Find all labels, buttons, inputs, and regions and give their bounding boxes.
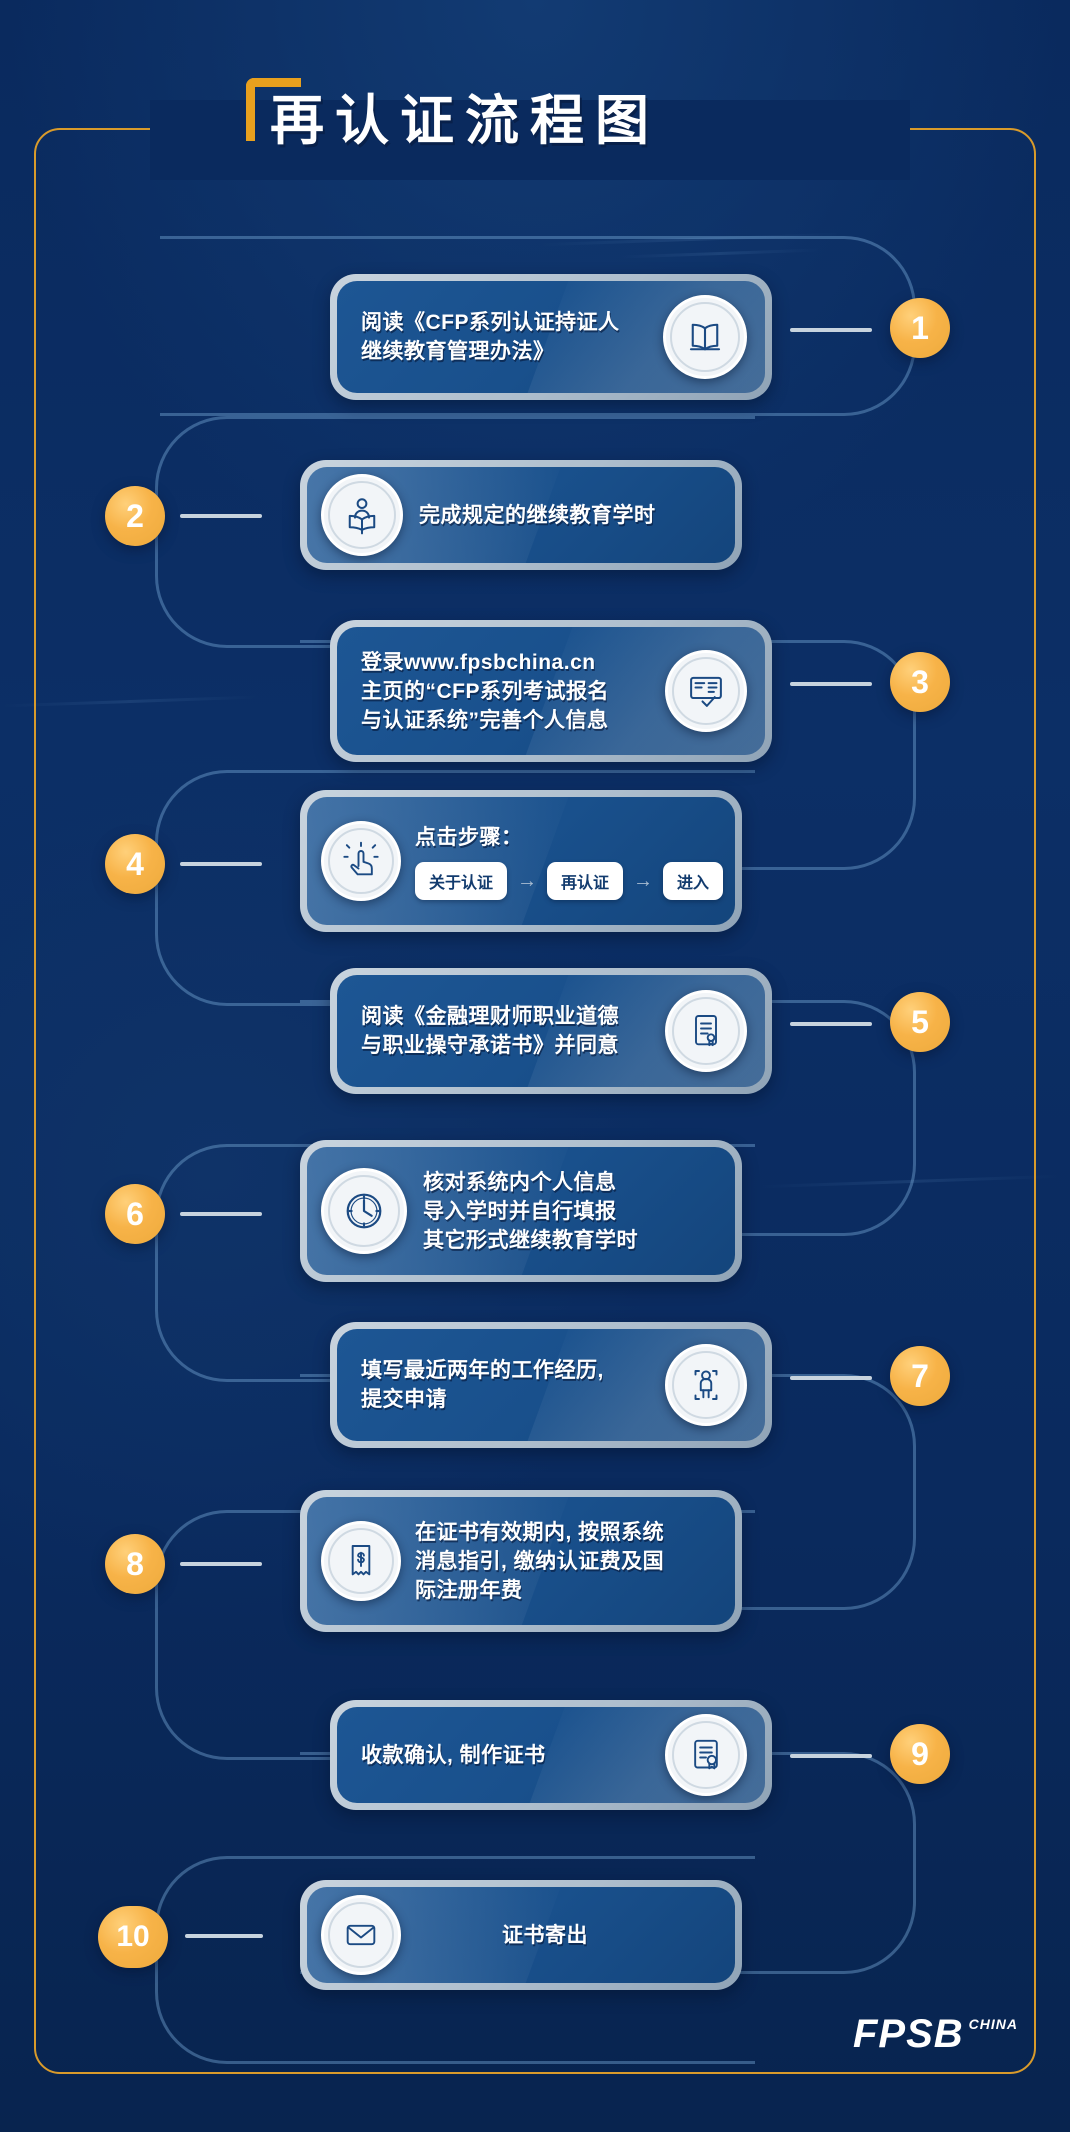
- step-line: 与职业操守承诺书》并同意: [361, 1034, 619, 1057]
- pill-enter[interactable]: 进入: [663, 861, 724, 900]
- step-card-6[interactable]: 核对系统内个人信息 导入学时并自行填报 其它形式继续教育学时: [300, 1140, 742, 1282]
- step4-pill-row: 关于认证 → 再认证 → 进入: [415, 861, 724, 900]
- step-line: 与认证系统”完善个人信息: [361, 708, 609, 732]
- open-book-icon: [663, 295, 747, 379]
- step-line: 提交申请: [361, 1388, 447, 1411]
- connector-line-8: [180, 1562, 262, 1566]
- step-line: 填写最近两年的工作经历,: [361, 1359, 604, 1382]
- step-badge-7: 7: [890, 1346, 950, 1406]
- step-line: 继续教育管理办法》: [361, 340, 555, 363]
- corner-bracket-icon: [246, 78, 301, 141]
- logo-main-text: FPSB: [852, 2012, 964, 2056]
- work-experience-icon: [665, 1344, 747, 1426]
- step-line: 完成规定的继续教育学时: [419, 503, 656, 527]
- click-hand-icon: [321, 821, 401, 901]
- payment-invoice-icon: [321, 1521, 401, 1601]
- step-card-1[interactable]: 阅读《CFP系列认证持证人 继续教育管理办法》: [330, 274, 772, 400]
- step-badge-9: 9: [890, 1724, 950, 1784]
- connector-line-1: [790, 328, 872, 332]
- step-line: 证书寄出: [502, 1923, 588, 1947]
- step-badge-2: 2: [105, 486, 165, 546]
- step-card-3[interactable]: 登录www.fpsbchina.cn 主页的“CFP系列考试报名 与认证系统”完…: [330, 620, 772, 762]
- clock-icon: [321, 1168, 407, 1254]
- step-card-4[interactable]: 点击步骤： 关于认证 → 再认证 → 进入: [300, 790, 742, 932]
- step-row-5: 阅读《金融理财师职业道德 与职业操守承诺书》并同意 5: [0, 968, 1070, 1108]
- step-row-3: 登录www.fpsbchina.cn 主页的“CFP系列考试报名 与认证系统”完…: [0, 620, 1070, 770]
- step-card-2[interactable]: 完成规定的继续教育学时: [300, 460, 742, 570]
- connector-line-9: [790, 1754, 872, 1758]
- step-card-5[interactable]: 阅读《金融理财师职业道德 与职业操守承诺书》并同意: [330, 968, 772, 1094]
- step-card-7[interactable]: 填写最近两年的工作经历, 提交申请: [330, 1322, 772, 1448]
- step-line: 导入学时并自行填报: [423, 1199, 617, 1223]
- connector-line-7: [790, 1376, 872, 1380]
- step-line: 点击步骤：: [415, 825, 523, 849]
- connector-line-10: [185, 1934, 263, 1938]
- step-card-10[interactable]: 证书寄出: [300, 1880, 742, 1990]
- pill-about-certification[interactable]: 关于认证: [415, 861, 508, 900]
- step-line: 主页的“CFP系列考试报名: [361, 679, 609, 703]
- connector-line-3: [790, 682, 872, 686]
- envelope-icon: [321, 1895, 401, 1975]
- certificate-document-icon: [665, 990, 747, 1072]
- connector-line-4: [180, 862, 262, 866]
- step-line: 际注册年费: [415, 1578, 523, 1602]
- step-line: 收款确认, 制作证书: [361, 1743, 546, 1767]
- step-line: 消息指引, 缴纳认证费及国: [415, 1549, 665, 1573]
- connector-line-6: [180, 1212, 262, 1216]
- step-row-1: 阅读《CFP系列认证持证人 继续教育管理办法》 1: [0, 274, 1070, 406]
- fpsb-china-logo: FPSB CHINA: [853, 2014, 1018, 2054]
- arrow-icon: →: [517, 869, 538, 892]
- step-line: 其它形式继续教育学时: [423, 1228, 638, 1252]
- step-badge-6: 6: [105, 1184, 165, 1244]
- step-row-10: 10 证书寄出: [0, 1880, 1070, 2010]
- step-line: 核对系统内个人信息: [423, 1170, 617, 1194]
- online-registration-icon: [665, 650, 747, 732]
- step-line: 阅读《金融理财师职业道德: [361, 1005, 619, 1028]
- step-row-2: 2 完成规定的继续教育学时: [0, 460, 1070, 580]
- connector-line-5: [790, 1022, 872, 1026]
- step-card-8[interactable]: 在证书有效期内, 按照系统 消息指引, 缴纳认证费及国 际注册年费: [300, 1490, 742, 1632]
- step-card-9[interactable]: 收款确认, 制作证书: [330, 1700, 772, 1810]
- frame-title-gap: [150, 100, 910, 180]
- step-row-6: 6 核对系统内个人信息 导入学时并自行填: [0, 1140, 1070, 1290]
- logo-sub-text: CHINA: [968, 2016, 1018, 2032]
- step-badge-8: 8: [105, 1534, 165, 1594]
- arrow-icon: →: [633, 869, 654, 892]
- step-badge-5: 5: [890, 992, 950, 1052]
- step-row-7: 填写最近两年的工作经历, 提交申请 7: [0, 1322, 1070, 1462]
- step-line: 登录www.fpsbchina.cn: [361, 650, 596, 674]
- step-row-9: 收款确认, 制作证书 9: [0, 1700, 1070, 1830]
- step-badge-10: 10: [98, 1906, 168, 1968]
- step-row-8: 8 在证书有效期内, 按照系统 消息指引, 缴纳认证费及国 际注册年费: [0, 1490, 1070, 1640]
- pill-recertification[interactable]: 再认证: [547, 861, 624, 900]
- step-line: 阅读《CFP系列认证持证人: [361, 311, 620, 334]
- step-badge-3: 3: [890, 652, 950, 712]
- step-row-4: 4 点击步骤： 关于认证 →: [0, 790, 1070, 940]
- connector-line-2: [180, 514, 262, 518]
- step-badge-4: 4: [105, 834, 165, 894]
- page-title: 再认证流程图: [270, 91, 660, 151]
- step-badge-1: 1: [890, 298, 950, 358]
- step-line: 在证书有效期内, 按照系统: [415, 1520, 665, 1544]
- person-reading-icon: [321, 474, 403, 556]
- award-certificate-icon: [665, 1714, 747, 1796]
